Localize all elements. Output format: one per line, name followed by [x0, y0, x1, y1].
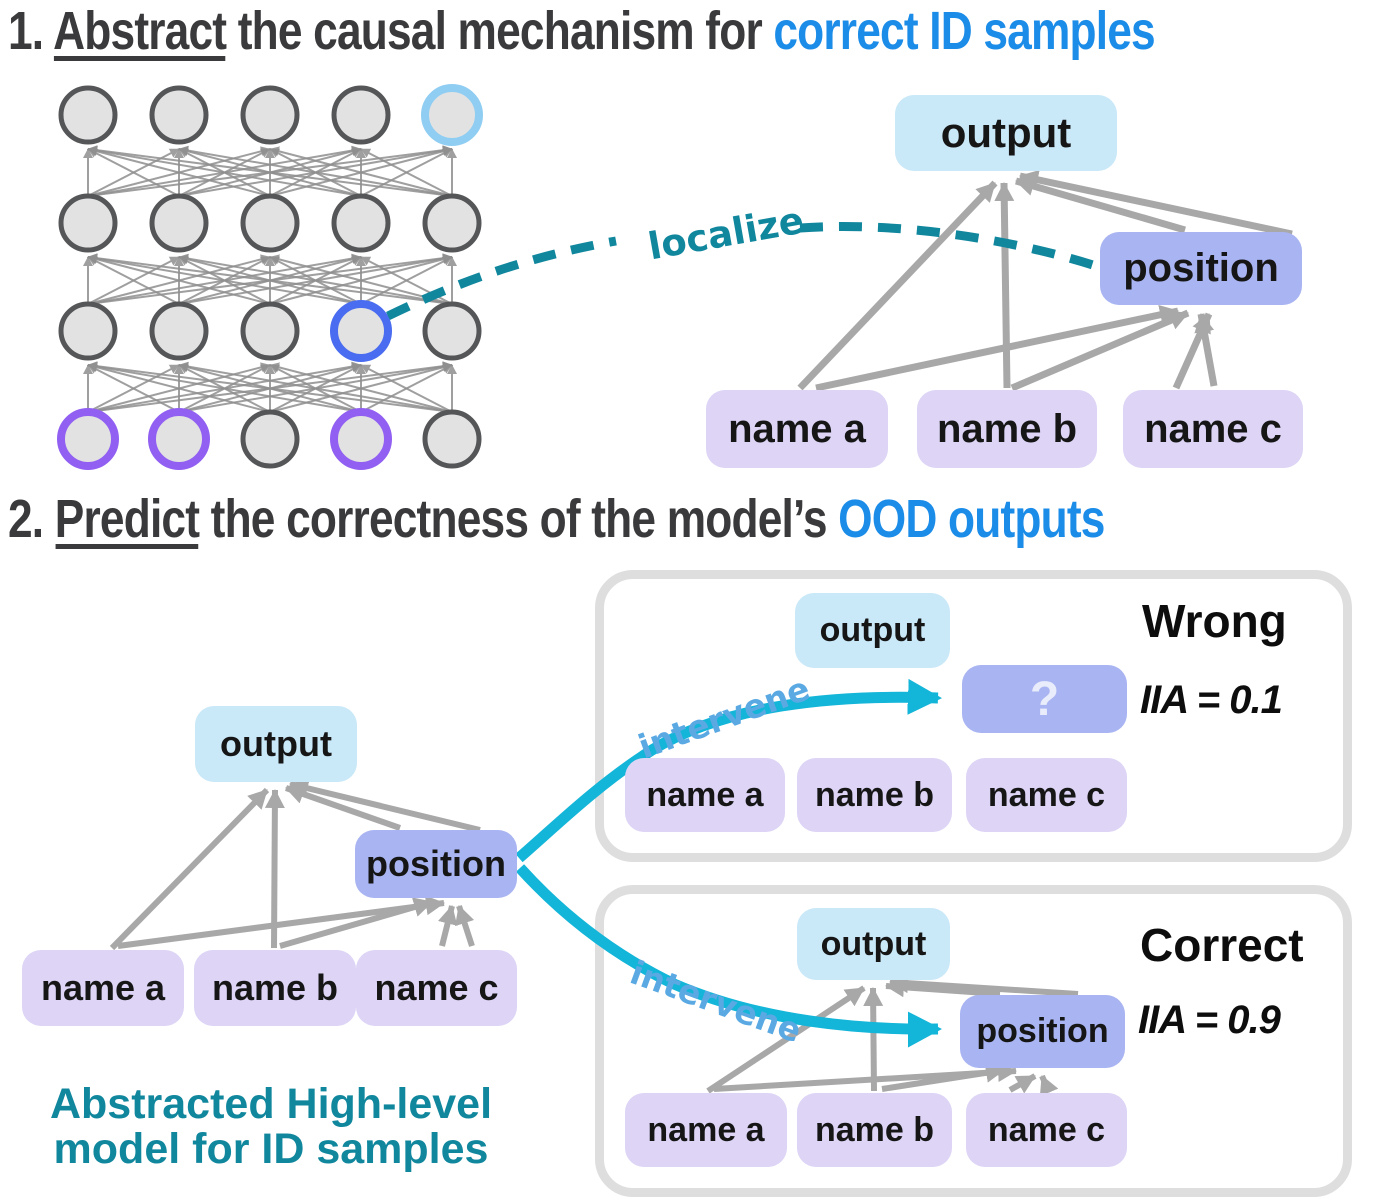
nn-node	[422, 301, 482, 361]
wrong-card-intervened-node: ?	[962, 665, 1127, 733]
nn-node	[58, 85, 118, 145]
section2-title-number: 2.	[8, 489, 55, 549]
wrong-card-name-b-node: name b	[797, 758, 952, 832]
nn-node-highlighted	[330, 300, 392, 362]
nn-node-highlighted	[330, 408, 392, 470]
nn-node	[58, 193, 118, 253]
abstract-model-caption: Abstracted High-level model for ID sampl…	[18, 1082, 524, 1172]
wrong-card-iia-value: IIA = 0.1	[1140, 678, 1283, 722]
correct-card-verdict: Correct	[1140, 919, 1304, 971]
nn-node	[240, 409, 300, 469]
nn-node-highlighted	[148, 408, 210, 470]
nn-node	[422, 193, 482, 253]
neural-net-nodes	[57, 84, 483, 470]
abstract-model-name-c-node: name c	[356, 950, 517, 1026]
abstract-model-caption-line1: Abstracted High-level	[49, 1080, 493, 1128]
abstract-model-caption-line2: model for ID samples	[53, 1125, 489, 1173]
nn-node-highlighted	[57, 408, 119, 470]
nn-node	[149, 193, 209, 253]
section1-title-verb: Abstract	[53, 1, 227, 61]
section1-title-number: 1.	[8, 1, 54, 61]
correct-card-name-b-node: name b	[797, 1093, 952, 1167]
graph1-output-node: output	[895, 95, 1117, 171]
localize-label: localize	[644, 198, 808, 269]
neural-net-edges	[83, 145, 457, 413]
wrong-card-name-a-node: name a	[625, 758, 785, 832]
wrong-card-name-c-node: name c	[966, 758, 1127, 832]
correct-card-iia-value: IIA = 0.9	[1138, 998, 1281, 1042]
abstract-model-position-node: position	[355, 830, 517, 898]
graph1-name-c-node: name c	[1123, 390, 1303, 468]
wrong-card-verdict: Wrong	[1142, 595, 1287, 647]
section1-title-highlight: correct ID samples	[773, 1, 1155, 61]
section1-title: 1. Abstract the causal mechanism for cor…	[8, 0, 1156, 62]
abstract-model-output-node: output	[195, 706, 357, 782]
graph1-name-b-node: name b	[917, 390, 1097, 468]
nn-node	[240, 193, 300, 253]
graph1-position-node: position	[1100, 232, 1302, 305]
section1-title-rest: the causal mechanism for	[226, 1, 774, 61]
graph1-name-a-node: name a	[706, 390, 888, 468]
nn-node	[149, 85, 209, 145]
nn-node-highlighted	[421, 84, 483, 146]
nn-node	[331, 85, 391, 145]
section2-title-rest: the correctness of the model’s	[199, 489, 839, 549]
nn-node	[240, 85, 300, 145]
correct-card-name-c-node: name c	[966, 1093, 1127, 1167]
wrong-card-output-node: output	[795, 593, 950, 668]
abstract-model-name-a-node: name a	[22, 950, 184, 1026]
nn-node	[422, 409, 482, 469]
correct-card-output-node: output	[797, 908, 950, 980]
correct-card-intervened-node: position	[960, 995, 1125, 1068]
correct-card-name-a-node: name a	[625, 1093, 787, 1167]
abstract-model-name-b-node: name b	[194, 950, 356, 1026]
section2-title: 2. Predict the correctness of the model’…	[8, 488, 1105, 550]
section2-title-verb: Predict	[54, 489, 200, 549]
nn-node	[240, 301, 300, 361]
nn-node	[58, 301, 118, 361]
nn-node	[331, 193, 391, 253]
nn-node	[149, 301, 209, 361]
section2-title-highlight: OOD outputs	[838, 489, 1105, 549]
